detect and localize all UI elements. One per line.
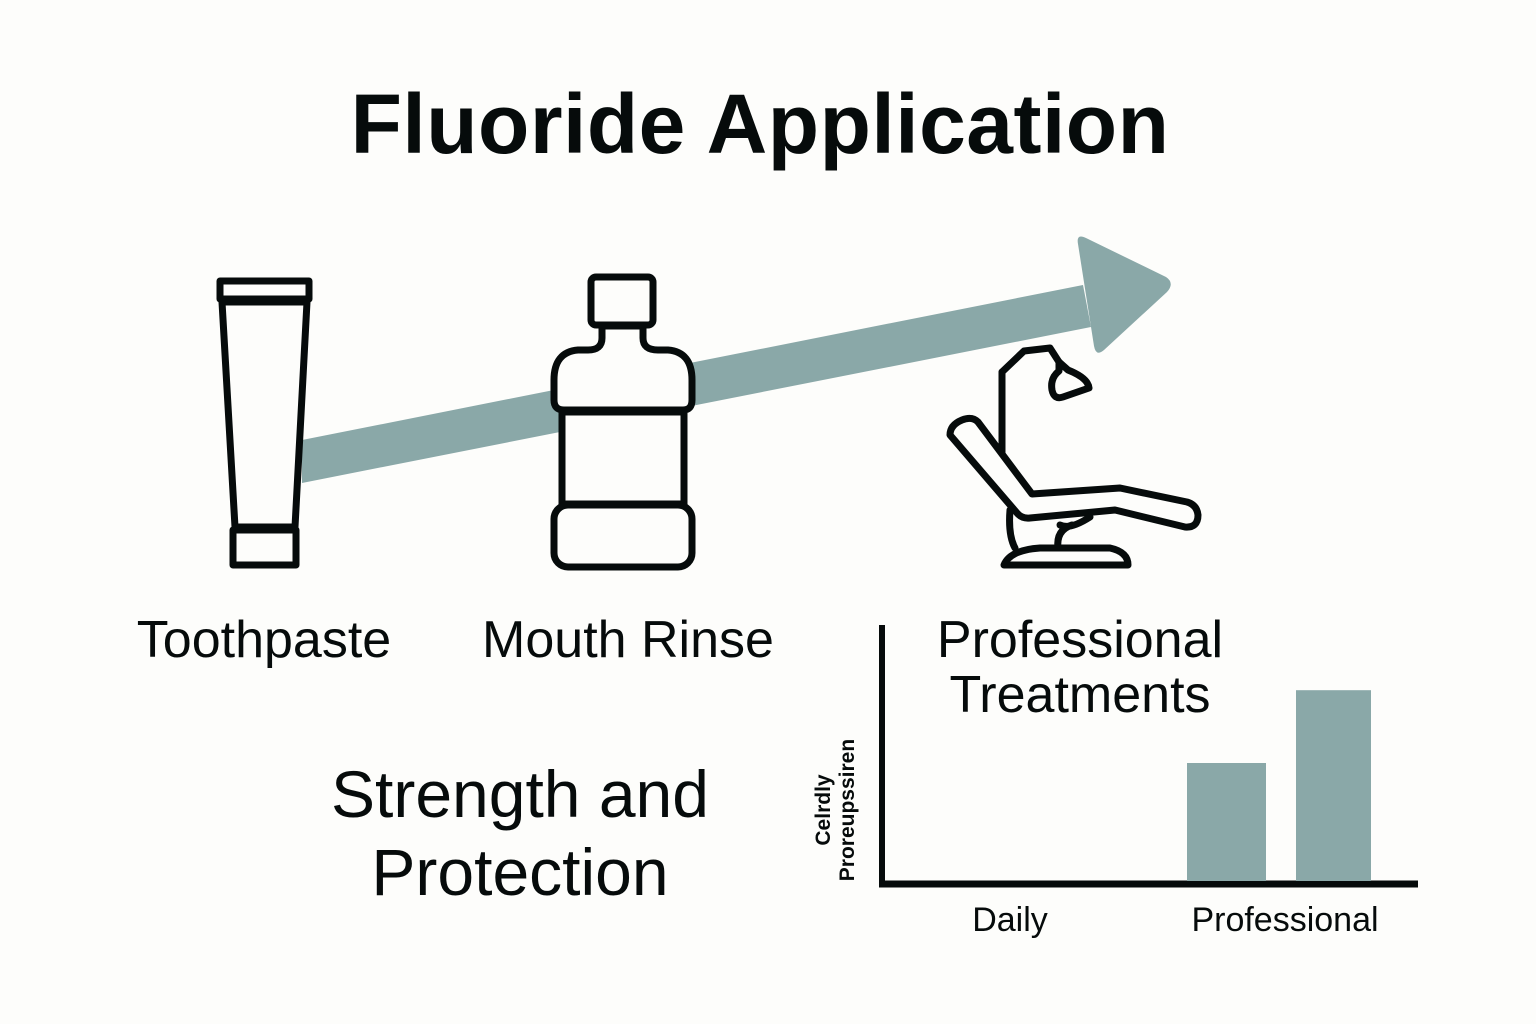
dental-chair-icon bbox=[946, 344, 1202, 569]
chart-y-axis-label: Celrdly Proreupssiren bbox=[812, 730, 872, 890]
step-label-toothpaste: Toothpaste bbox=[136, 611, 392, 669]
chart-bar bbox=[1296, 690, 1371, 881]
outcome-line-2: Protection bbox=[371, 835, 669, 909]
chart-x-tick-professional: Professional bbox=[1191, 901, 1379, 939]
step-label-line-2: Treatments bbox=[949, 666, 1211, 725]
mouthwash-bottle-icon bbox=[550, 273, 696, 571]
y-axis-label-line-2: Proreupssiren bbox=[836, 738, 859, 882]
page-title: Fluoride Application bbox=[350, 77, 1170, 171]
arrow-right-icon bbox=[302, 236, 1171, 483]
step-label-line-1: Professional bbox=[936, 611, 1224, 669]
chart-bar bbox=[1187, 763, 1266, 881]
y-axis-label-line-1: Celrdly bbox=[812, 774, 835, 846]
toothpaste-tube-icon bbox=[216, 277, 313, 569]
chart-x-tick-daily: Daily bbox=[972, 901, 1048, 939]
outcome-heading: Strength and Protection bbox=[280, 755, 760, 911]
step-label-professional-treatments: Professional Treatments bbox=[910, 611, 1250, 725]
outcome-line-1: Strength and bbox=[331, 757, 709, 831]
step-label-mouth-rinse: Mouth Rinse bbox=[482, 611, 774, 669]
chart-axes bbox=[879, 625, 1418, 888]
